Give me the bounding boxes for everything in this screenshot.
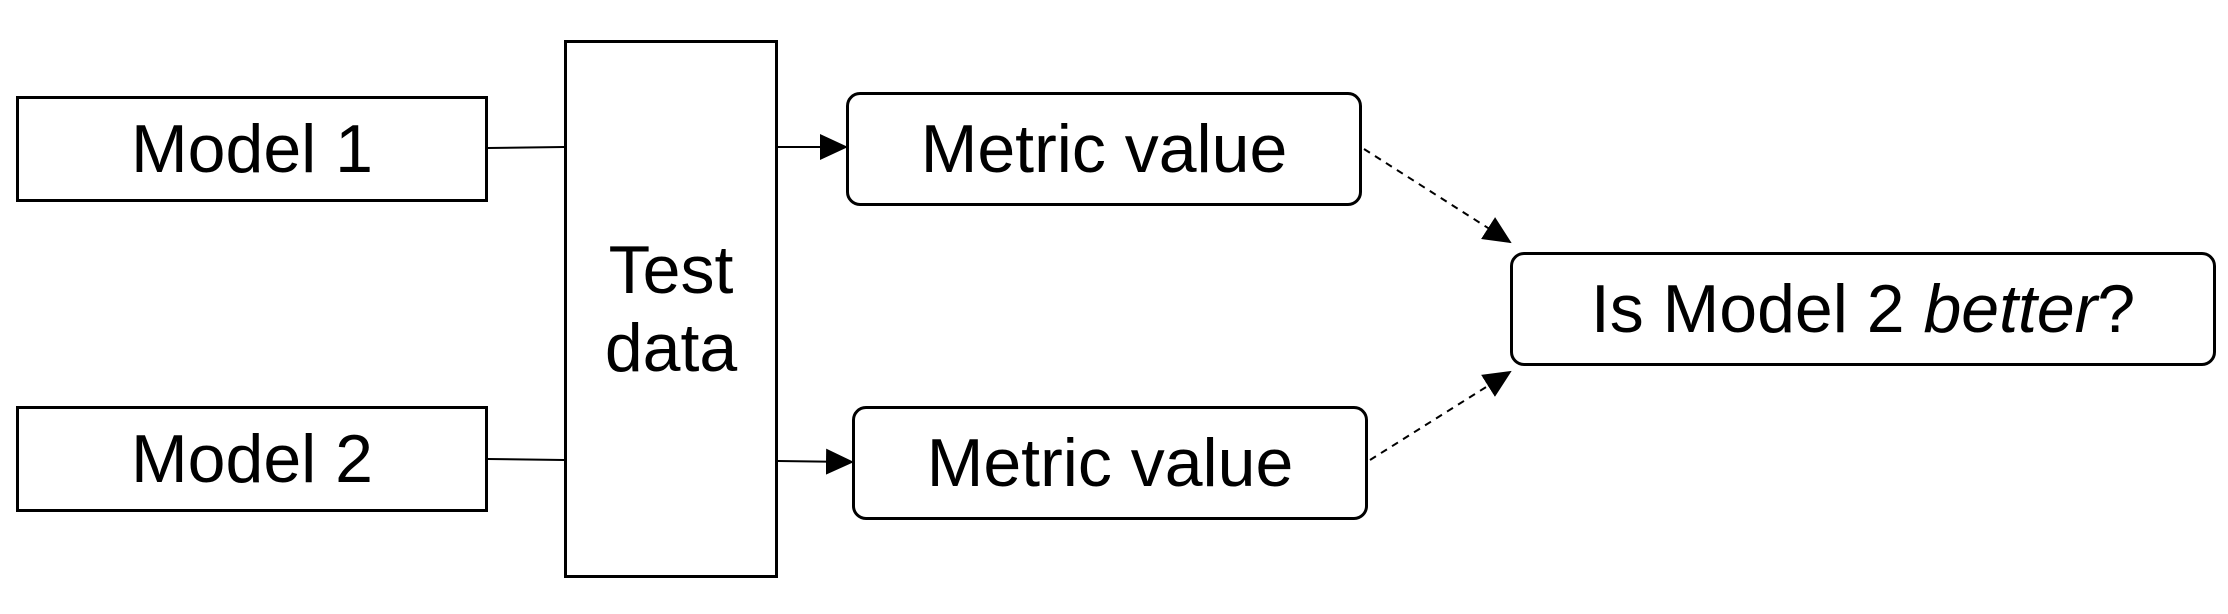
- edge-metric1-to-question: [1363, 148, 1512, 244]
- test-data-box: Test data: [564, 40, 778, 578]
- metric-value-label-2: Metric value: [926, 424, 1294, 501]
- edge-metric2-to-question: [1369, 370, 1512, 461]
- comparison-question-box: Is Model 2 better?: [1510, 252, 2216, 366]
- test-data-label-line1: Test: [608, 231, 734, 308]
- question-prefix: Is Model 2: [1590, 270, 1924, 347]
- model-2-box: Model 2: [16, 406, 488, 512]
- test-data-label-line2: data: [604, 310, 738, 386]
- edge-model1-to-testdata: [487, 146, 565, 149]
- edge-model2-to-testdata: [487, 458, 565, 461]
- edge-testdata-to-metric2: [777, 448, 854, 475]
- question-emphasis: better: [1923, 270, 2098, 347]
- metric-value-label-1: Metric value: [920, 110, 1288, 187]
- metric-value-box-2: Metric value: [852, 406, 1368, 520]
- model-2-label: Model 2: [131, 420, 373, 497]
- model-1-box: Model 1: [16, 96, 488, 202]
- model-1-label: Model 1: [131, 110, 373, 187]
- metric-value-box-1: Metric value: [846, 92, 1362, 206]
- question-suffix: ?: [2097, 270, 2136, 347]
- comparison-question-label: Is Model 2 better?: [1591, 270, 2135, 348]
